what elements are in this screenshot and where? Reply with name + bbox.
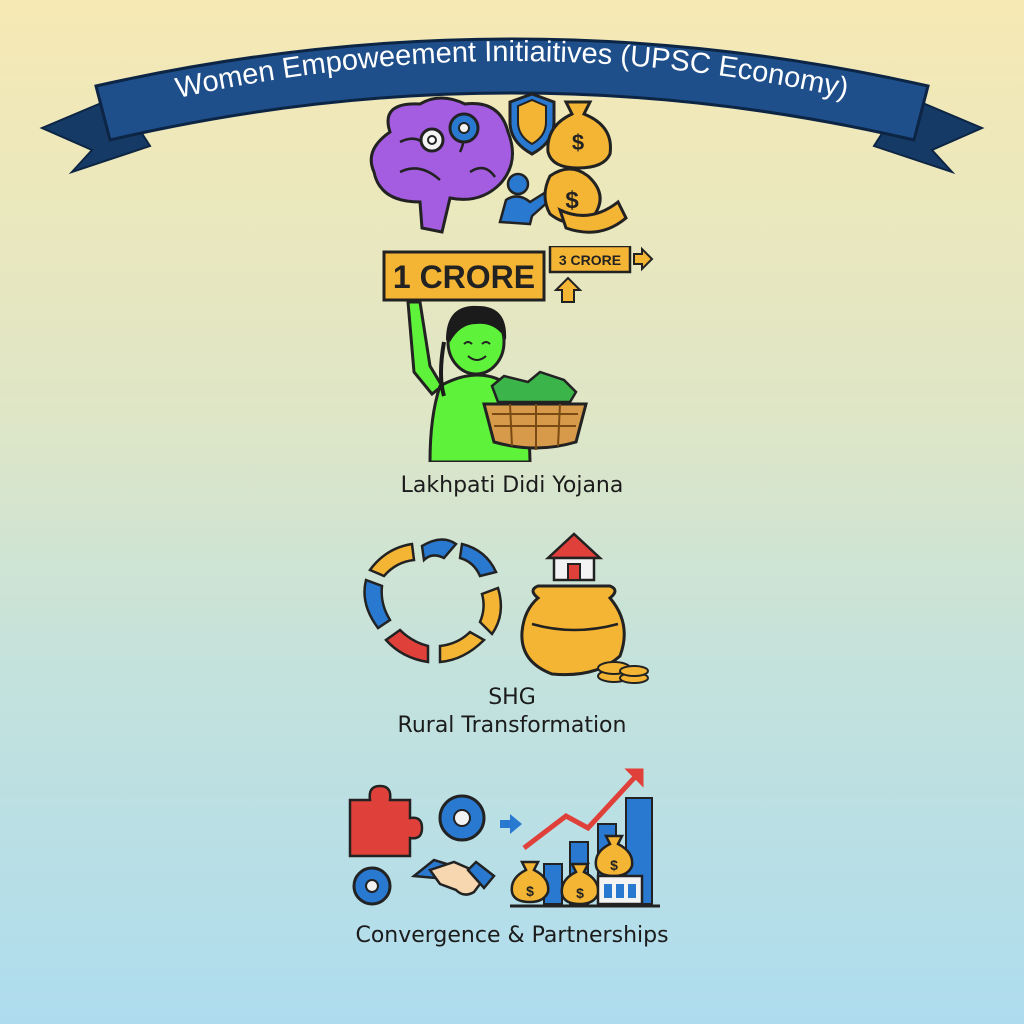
convergence-illustration: $ $ $ bbox=[348, 768, 660, 908]
house-icon bbox=[544, 532, 604, 582]
svg-text:$: $ bbox=[610, 857, 618, 873]
puzzle-icon bbox=[348, 784, 424, 858]
svg-text:$: $ bbox=[565, 187, 579, 214]
ribbon-band bbox=[94, 37, 930, 142]
coin-stack-icon bbox=[597, 661, 649, 684]
shg-label-line1: SHG bbox=[488, 685, 536, 710]
handshake-icon bbox=[410, 858, 496, 896]
convergence-label: Convergence & Partnerships bbox=[355, 923, 669, 948]
lakhpati-didi-label: Lakhpati Didi Yojana bbox=[400, 473, 624, 498]
svg-text:$: $ bbox=[526, 883, 534, 899]
shg-illustration bbox=[363, 532, 649, 684]
bank-icon bbox=[596, 874, 644, 906]
lakhpati-illustration: 1 CRORE 3 CRORE bbox=[382, 246, 654, 462]
brain-gears-icon bbox=[369, 96, 514, 234]
gold-pot-icon bbox=[520, 584, 626, 677]
money-bag-icon: $ bbox=[546, 100, 612, 170]
gear-icon-small bbox=[352, 866, 392, 906]
one-crore-text: 1 CRORE bbox=[393, 259, 535, 295]
empowerment-icons-group: $ $ bbox=[369, 92, 628, 234]
shg-label-line2: Rural Transformation bbox=[397, 713, 627, 738]
one-crore-sign: 1 CRORE bbox=[382, 250, 546, 302]
title-ribbon: Women Empoweement Initiaitives (UPSC Eco… bbox=[39, 36, 985, 175]
money-basket-icon bbox=[482, 370, 588, 450]
arrow-up-icon bbox=[553, 276, 583, 303]
arrow-right-icon bbox=[633, 246, 654, 272]
svg-text:$: $ bbox=[576, 885, 584, 901]
shield-icon bbox=[508, 92, 556, 156]
shg-rural-label: SHG Rural Transformation bbox=[0, 684, 1024, 740]
money-bag-icon: $ $ $ bbox=[510, 834, 634, 906]
three-crore-sign: 3 CRORE bbox=[548, 246, 654, 303]
svg-text:$: $ bbox=[572, 130, 584, 155]
arrow-right-icon bbox=[500, 814, 522, 834]
gear-icon bbox=[438, 794, 486, 842]
hands-circle-icon bbox=[363, 538, 503, 664]
three-crore-text: 3 CRORE bbox=[559, 252, 621, 268]
hand-money-icon: $ bbox=[498, 167, 628, 234]
